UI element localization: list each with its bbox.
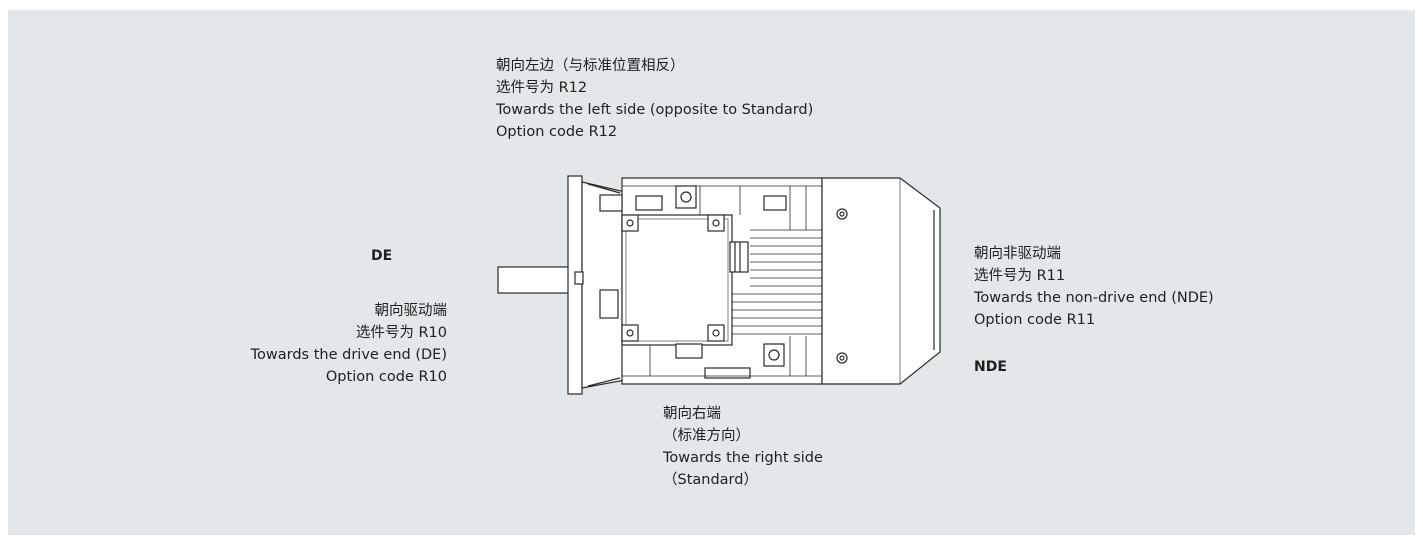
label-bottom-right-side: 朝向右端 （标准方向） Towards the right side （Stan… [663,403,823,491]
label-top-line3: Towards the left side (opposite to Stand… [496,102,814,118]
label-right-line1: 朝向非驱动端 [974,246,1061,262]
label-bottom-line4: （Standard） [663,472,758,488]
label-right-non-drive-end: 朝向非驱动端 选件号为 R11 Towards the non-drive en… [974,243,1214,331]
motor-flange [567,175,583,395]
de-tag: DE [371,248,393,264]
label-right-line3: Towards the non-drive end (NDE) [974,290,1214,306]
motor-bell-housing [581,181,626,389]
label-bottom-line1: 朝向右端 [663,406,721,422]
label-top-line4: Option code R12 [496,124,618,140]
nde-tag: NDE [974,359,1007,375]
label-left-line1: 朝向驱动端 [374,303,448,319]
label-top-left-side: 朝向左边（与标准位置相反） 选件号为 R12 Towards the left … [496,55,813,143]
label-left-line3: Towards the drive end (DE) [250,347,447,363]
label-right-line4: Option code R11 [974,312,1096,328]
terminal-box [621,214,733,346]
label-bottom-line2: （标准方向） [663,428,750,444]
label-bottom-line3: Towards the right side [663,450,823,466]
motor-shaft [497,266,571,294]
label-left-drive-end: 朝向驱动端 选件号为 R10 Towards the drive end (DE… [251,300,447,388]
label-left-line2: 选件号为 R10 [355,325,447,341]
label-right-line2: 选件号为 R11 [974,268,1066,284]
label-top-line1: 朝向左边（与标准位置相反） [496,58,685,74]
label-left-line4: Option code R10 [325,369,447,385]
label-top-line2: 选件号为 R12 [496,80,588,96]
